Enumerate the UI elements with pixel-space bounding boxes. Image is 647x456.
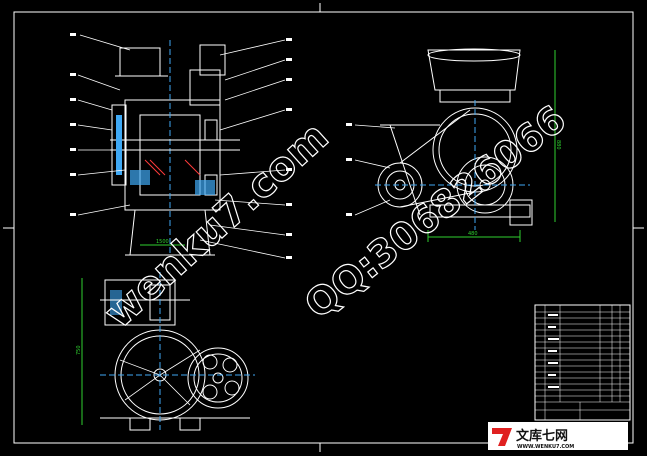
- side-width-dim: 480: [468, 231, 478, 237]
- watermark-site: wenku7.com: [96, 114, 337, 338]
- title-block: [534, 304, 631, 421]
- logo-mark-icon: [492, 428, 512, 446]
- side-height-dim: 880: [555, 140, 561, 150]
- side-view: 480 880: [346, 48, 561, 242]
- bottom-height-dim: 750: [76, 345, 82, 355]
- bottom-view: 750: [76, 272, 255, 431]
- wenku7-logo: 文库七网 WWW.WENKU7.COM: [488, 422, 628, 450]
- logo-brand-url: WWW.WENKU7.COM: [517, 444, 574, 450]
- logo-brand-cn: 文库七网: [516, 428, 568, 444]
- drawing-border: [13, 11, 634, 444]
- front-section-view: 1500: [70, 33, 292, 259]
- front-width-dim: 1500: [156, 239, 169, 245]
